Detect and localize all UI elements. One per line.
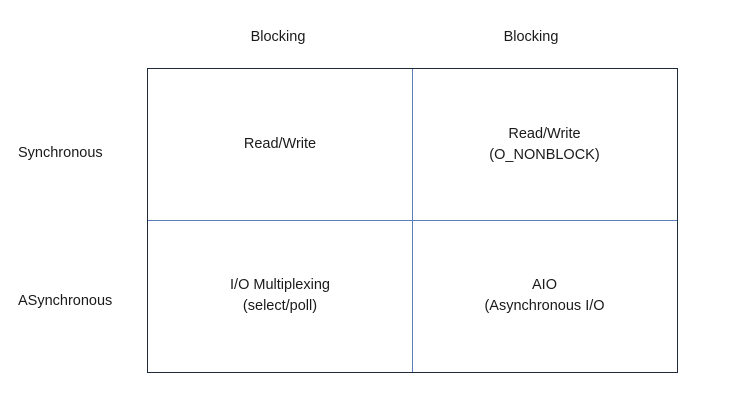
row-header-synchronous: Synchronous: [18, 145, 103, 161]
column-header-blocking: Blocking: [250, 29, 306, 45]
cell-line-1: AIO: [532, 277, 557, 293]
cell-line-1: Read/Write: [243, 136, 317, 152]
cell-asynchronous-blocking: I/O Multiplexing (select/poll): [148, 221, 412, 371]
row-header-asynchronous: ASynchronous: [18, 293, 113, 309]
cell-synchronous-nonblocking: Read/Write (O_NONBLOCK): [413, 69, 676, 220]
horizontal-divider: [148, 220, 677, 221]
cell-line-2: (O_NONBLOCK): [489, 146, 600, 163]
cell-line-1: Read/Write: [508, 125, 581, 142]
cell-synchronous-blocking: Read/Write: [148, 69, 412, 220]
cell-line-2: (Asynchronous I/O: [484, 298, 605, 314]
column-header-blocking-second: Blocking: [503, 29, 559, 45]
cell-line-2: (select/poll): [242, 298, 318, 314]
cell-asynchronous-nonblocking: AIO (Asynchronous I/O: [413, 221, 676, 371]
cell-line-1: I/O Multiplexing: [230, 277, 330, 293]
io-model-grid: Read/Write Read/Write (O_NONBLOCK) I/O M…: [147, 68, 678, 373]
